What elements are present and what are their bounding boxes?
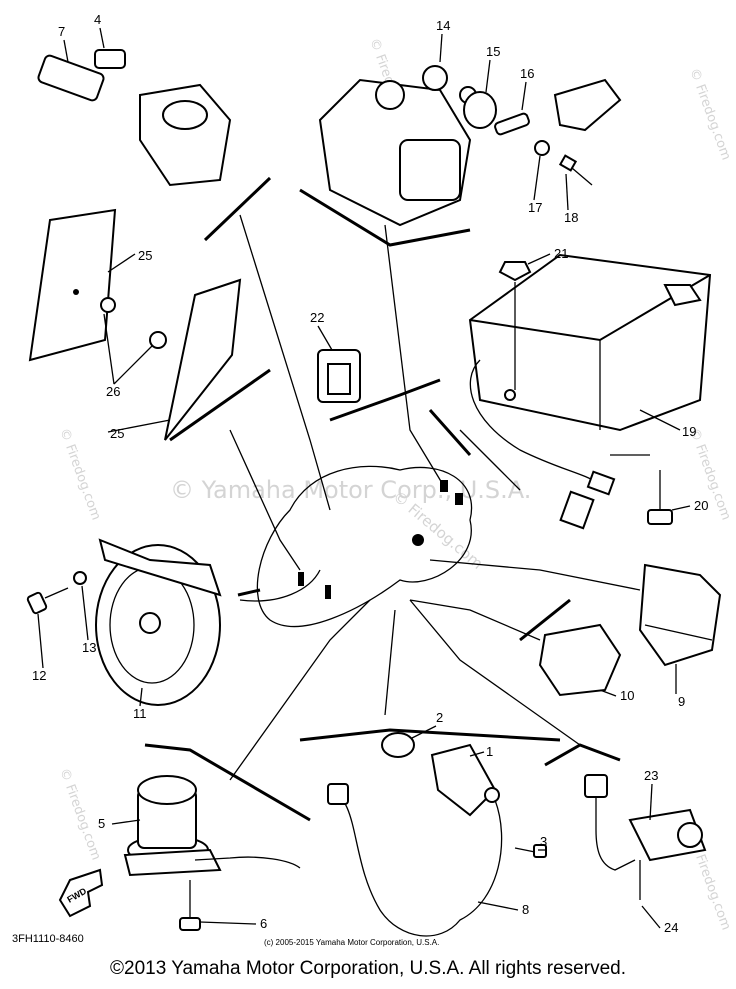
callout-7: 7: [58, 24, 65, 39]
harness-terminal-1: [298, 572, 304, 586]
horn: [95, 538, 222, 706]
frame-bracket-sensor: [299, 728, 561, 742]
callouts: 1 2 3 4 5 6 7 8 9 10 11 12 13 14 15 16 1…: [32, 12, 708, 935]
callout-26: 26: [106, 384, 120, 399]
callout-25-lower: 25: [110, 426, 124, 441]
callout-16: 16: [520, 66, 534, 81]
callout-22: 22: [310, 310, 324, 325]
leader-horn: [239, 569, 321, 602]
spark-plug-cap: [37, 49, 232, 187]
callout-20: 20: [694, 498, 708, 513]
callout-10: 10: [620, 688, 634, 703]
reflector-side: [149, 278, 242, 441]
callout-1: 1: [486, 744, 493, 759]
o-ring: [381, 732, 415, 758]
callout-15: 15: [486, 44, 500, 59]
watermark-side-1: © Firedog.com: [686, 66, 733, 162]
leader-petcock: [409, 599, 581, 746]
leader-regulator: [409, 599, 541, 641]
reflector-rear: [28, 208, 117, 362]
leader-starter: [229, 599, 371, 781]
rubber-cushion: [463, 78, 622, 156]
frame-bracket-starter: [144, 743, 311, 822]
bolt-18: [558, 154, 593, 186]
callout-11: 11: [133, 706, 147, 721]
cdi-unit: [468, 253, 712, 530]
callout-17: 17: [528, 200, 542, 215]
harness-terminal-2: [325, 585, 331, 599]
watermark-center: © Yamaha Motor Corp., U.S.A.: [170, 476, 531, 504]
fwd-arrow: FWD: [58, 868, 104, 918]
callout-23: 23: [644, 768, 658, 783]
callout-18: 18: [564, 210, 578, 225]
callout-14: 14: [436, 18, 450, 33]
relay-22: [317, 349, 361, 403]
petcock: [584, 774, 707, 900]
frame-bracket-horn: [237, 588, 261, 597]
bolt-20: [647, 470, 673, 525]
harness-outline: [256, 465, 473, 628]
callout-21: 21: [554, 246, 568, 261]
callout-2: 2: [436, 710, 443, 725]
callout-8: 8: [522, 902, 529, 917]
callout-leaders: [37, 27, 691, 929]
callout-6: 6: [260, 916, 267, 931]
callout-4: 4: [94, 12, 101, 27]
bolt-6: [179, 880, 201, 931]
nut-21: [498, 261, 532, 390]
leader-relay: [384, 224, 446, 489]
frame-bracket-spark: [203, 176, 272, 242]
flasher-relay: [638, 563, 722, 667]
harness-connector-dot: [412, 534, 424, 546]
small-copyright: (c) 2005-2015 Yamaha Motor Corporation, …: [264, 938, 440, 947]
bolt-12: [26, 571, 87, 615]
harness-terminal-4: [455, 493, 463, 505]
leader-cdi: [459, 429, 521, 491]
regulator: [538, 623, 622, 697]
callout-19: 19: [682, 424, 696, 439]
callout-9: 9: [678, 694, 685, 709]
neutral-switch: [327, 743, 503, 937]
leader-flasher: [429, 559, 641, 591]
callout-5: 5: [98, 816, 105, 831]
leader-sensor: [384, 609, 396, 716]
callout-24: 24: [664, 920, 678, 935]
harness-terminal-3: [440, 480, 448, 492]
part-code: 3FH1110-8460: [12, 933, 84, 945]
callout-3: 3: [540, 834, 547, 849]
bolt-3: [514, 844, 547, 858]
leader-reflector: [229, 429, 301, 571]
callout-12: 12: [32, 668, 46, 683]
starter-relay: [318, 65, 477, 227]
frame-bracket-cdi: [329, 378, 472, 456]
callout-25-upper: 25: [138, 248, 152, 263]
callout-13: 13: [82, 640, 96, 655]
footer-copyright: ©2013 Yamaha Motor Corporation, U.S.A. A…: [110, 958, 626, 979]
watermark-side-5: © Firedog.com: [56, 766, 103, 862]
frame-bracket-relay: [299, 188, 471, 247]
leader-spark: [239, 214, 331, 511]
frame-bracket-reflector: [169, 368, 271, 442]
watermark-side-4: © Firedog.com: [56, 426, 103, 522]
starter-motor: [123, 775, 301, 877]
frame-bracket-petcock: [544, 743, 621, 767]
frame-bracket-regulator: [519, 598, 571, 642]
